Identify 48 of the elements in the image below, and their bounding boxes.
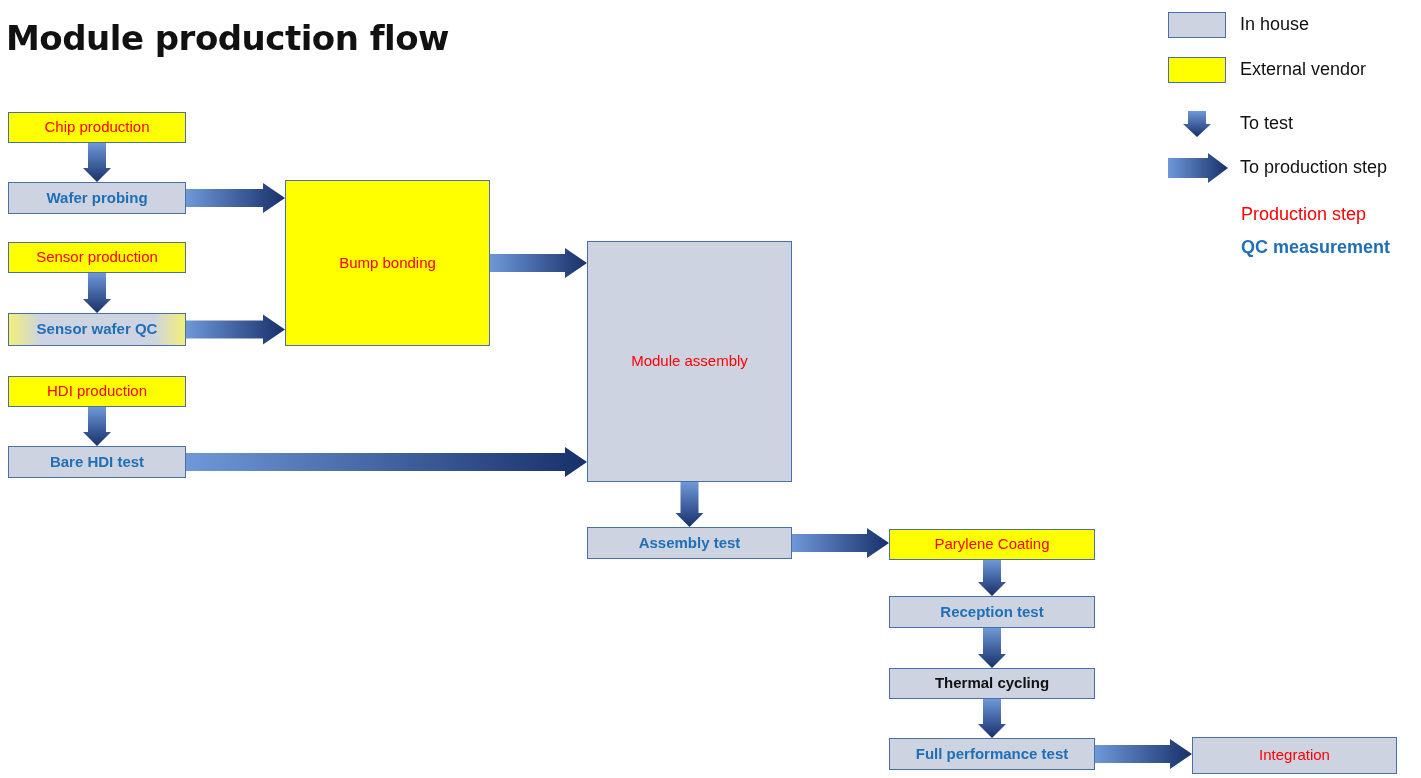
step-label: Module assembly [631,353,748,370]
step-label: Wafer probing [46,189,148,207]
flow-arrow [186,447,587,477]
step-label: Thermal cycling [934,675,1050,692]
step-label: HDI production [46,383,148,400]
vendor-step-box [889,529,1095,560]
legend-label: To production step [1240,157,1388,178]
diagram-title: Module production flow [6,18,449,58]
flow-arrow [978,560,1006,596]
in-house-step-box [889,668,1095,699]
step-label: Full performance test [915,745,1069,763]
flow-arrow [83,143,111,182]
step-label: Sensor wafer QC [36,321,158,338]
flow-arrow [675,482,704,527]
legend-label: External vendor [1240,59,1367,80]
flow-arrow [792,528,889,558]
step-label: Chip production [44,119,150,136]
step-label: Bare HDI test [49,453,145,471]
vendor-step-box [8,376,186,407]
legend-label: In house [1240,14,1310,35]
in-house-step-box [1192,737,1397,774]
flow-arrow [83,407,111,446]
step-label: Parylene Coating [934,536,1050,553]
flow-arrow [186,314,285,345]
in-house-step-box [587,241,792,482]
in-house-step-box [889,738,1095,770]
legend-label: Production step [1241,204,1367,225]
flow-arrow [186,183,285,213]
step-label: Reception test [940,603,1044,621]
flow-arrow [83,273,111,313]
step-label: Assembly test [638,534,741,552]
flow-arrow [490,248,587,278]
in-house-step-box [8,182,186,214]
vendor-step-box [8,242,186,273]
in-house-step-box [8,313,186,346]
flow-arrow [1095,739,1192,769]
step-label: Integration [1259,747,1330,764]
step-label: Bump bonding [339,254,436,272]
vendor-step-box [8,112,186,143]
legend-label: To test [1240,113,1294,134]
flow-arrow [978,628,1006,668]
in-house-step-box [587,527,792,559]
in-house-step-box [8,446,186,478]
flow-arrow [978,699,1006,738]
vendor-step-box [285,180,490,346]
in-house-step-box [889,596,1095,628]
legend-label: QC measurement [1241,237,1391,258]
step-label: Sensor production [36,249,158,266]
